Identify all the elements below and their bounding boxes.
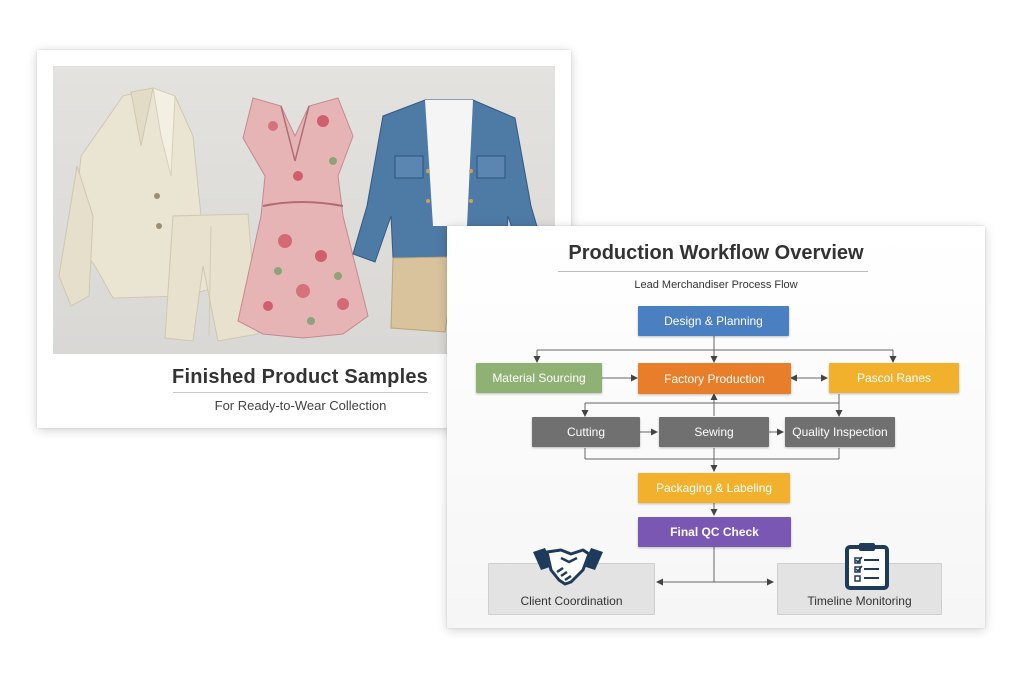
client-coordination-label: Client Coordination [520, 594, 623, 608]
clipboard-checklist-icon [845, 543, 889, 590]
node-design-planning: Design & Planning [638, 306, 789, 336]
title-divider [173, 392, 428, 393]
node-material-sourcing: Material Sourcing [476, 363, 602, 393]
node-quality-inspection: Quality Inspection [785, 417, 895, 447]
blazer-image [58, 87, 259, 342]
node-parcel: Pascol Ranes [829, 363, 959, 393]
node-sewing: Sewing [659, 417, 769, 447]
clothing-illustration [58, 87, 546, 342]
timeline-monitoring-label: Timeline Monitoring [807, 594, 912, 608]
node-packaging-labeling: Packaging & Labeling [638, 473, 790, 503]
workflow-title: Production Workflow Overview [568, 242, 864, 264]
samples-title: Finished Product Samples [37, 366, 571, 389]
samples-subtitle: For Ready-to-Wear Collection [214, 398, 387, 413]
samples-title-text: Finished Product Samples [172, 366, 428, 388]
node-cutting: Cutting [532, 417, 640, 447]
node-final-qc: Final QC Check [638, 517, 791, 547]
workflow-title-divider [558, 271, 868, 272]
node-client-coordination: Client Coordination [488, 563, 655, 615]
node-factory-production: Factory Production [638, 363, 791, 394]
clothing-photo [53, 66, 555, 354]
connector-lines [533, 336, 897, 586]
floral-dress-image [237, 97, 369, 339]
workflow-card: Production Workflow Overview Lead Mercha… [447, 226, 985, 628]
handshake-icon [533, 548, 603, 586]
workflow-subtitle: Lead Merchandiser Process Flow [634, 279, 798, 291]
